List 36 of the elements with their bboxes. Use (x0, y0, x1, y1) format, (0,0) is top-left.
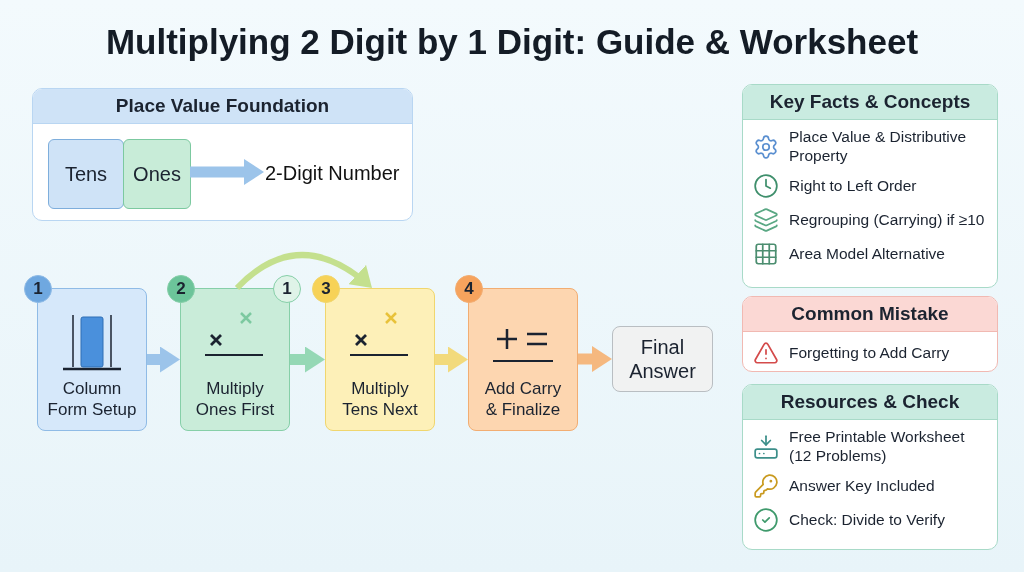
step-number: 2 (167, 275, 195, 303)
arrow (578, 346, 612, 372)
list-item: Area Model Alternative (789, 244, 945, 264)
result-label: 2-Digit Number (265, 159, 409, 187)
list-item: Right to Left Order (789, 176, 917, 196)
list-item: Free Printable Worksheet (12 Problems) (789, 428, 966, 466)
step-number: 4 (455, 275, 483, 303)
step-number: 3 (312, 275, 340, 303)
puzzle-piece: Tens (48, 139, 124, 209)
puzzle-piece: Ones (123, 139, 191, 209)
list-item: Regrouping (Carrying) if ≥10 (789, 210, 985, 230)
info-card (742, 84, 998, 288)
arrow (190, 159, 264, 185)
list-item: Check: Divide to Verify (789, 510, 945, 530)
step-number: 1 (24, 275, 52, 303)
info-card (742, 296, 998, 372)
step-label: Column Form Setup (47, 379, 137, 420)
panel-heading: Place Value Foundation (33, 89, 412, 124)
carry-digit: 1 (273, 275, 301, 303)
result-label: Final Answer (628, 335, 697, 383)
step-label: Multiply Ones First (194, 379, 276, 420)
panel (32, 88, 413, 221)
card-heading: Common Mistake (743, 297, 997, 332)
list-item: Forgetting to Add Carry (789, 343, 950, 363)
arrow (290, 346, 325, 373)
card-heading: Resources & Check (743, 385, 997, 420)
arrow (147, 346, 180, 373)
list-item: Answer Key Included (789, 476, 935, 496)
step-label: Add Carry & Finalize (483, 379, 563, 420)
step-label: Multiply Tens Next (341, 379, 419, 420)
list-item: Place Value & Distributive Property (789, 128, 968, 166)
arrow (435, 346, 468, 373)
info-card (742, 384, 998, 550)
card-heading: Key Facts & Concepts (743, 85, 997, 120)
result-box (612, 326, 713, 392)
page-title: Multiplying 2 Digit by 1 Digit: Guide & Worksheet (104, 22, 920, 62)
